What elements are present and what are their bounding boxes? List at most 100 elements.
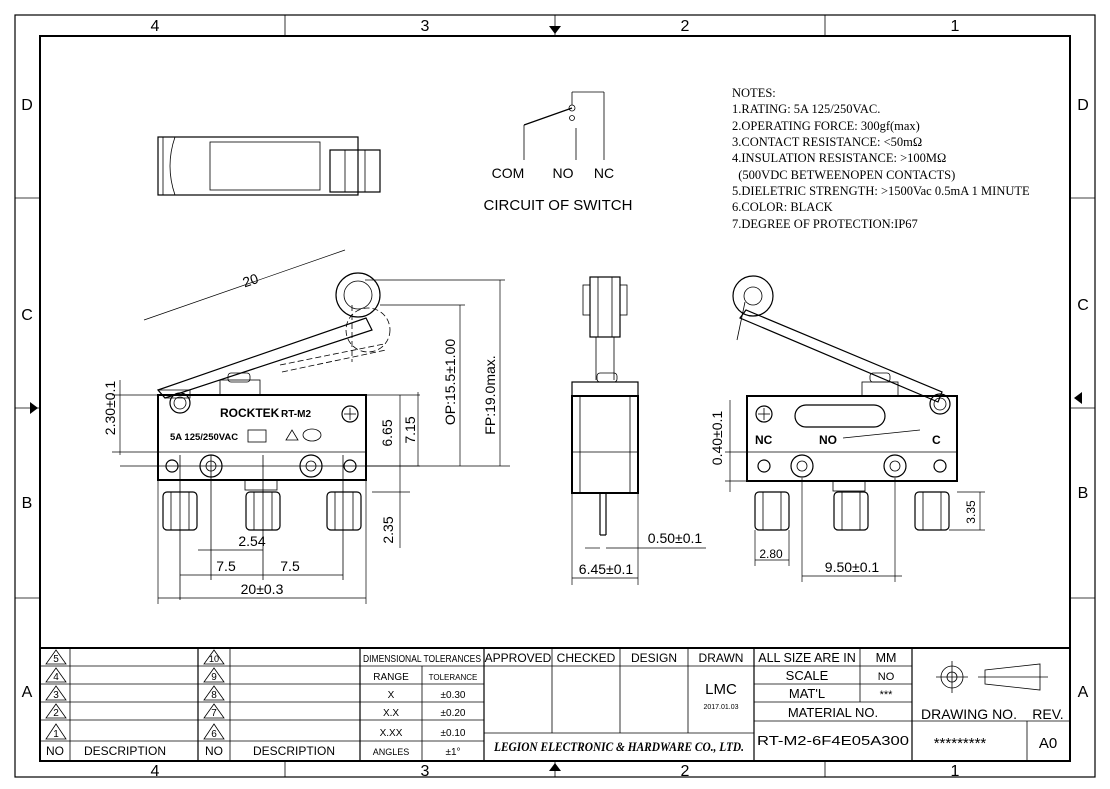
rev-mark: 1	[53, 729, 59, 740]
zone-bottom-2: 2	[681, 763, 690, 780]
dim-235: 2.35	[380, 516, 396, 543]
side-view	[571, 276, 639, 536]
rev-label: REV.	[1032, 706, 1063, 722]
matl-value: ***	[880, 689, 894, 701]
rev-mark: 4	[53, 672, 59, 683]
note-line: 4.INSULATION RESISTANCE: >100MΩ	[732, 151, 946, 165]
zone-labels: 4 3 2 1 4 3 2 1 D C B A D C B A	[21, 18, 1089, 780]
front-view: ROCKTEK RT-M2 5A 125/250VAC	[120, 272, 391, 600]
revision-triangles-right: 10 9 8 7 6	[203, 649, 225, 740]
rev-mark: 10	[209, 654, 219, 664]
zone-top-3: 3	[421, 18, 430, 35]
note-line: 3.CONTACT RESISTANCE: <50mΩ	[732, 135, 922, 149]
circuit-com-label: COM	[492, 165, 525, 181]
notes-heading: NOTES:	[732, 86, 776, 100]
drawing-no-value: *********	[934, 735, 987, 752]
dim-040: 0.40±0.1	[709, 411, 725, 466]
zone-top-1: 1	[951, 18, 960, 35]
front-view-dimensions: 20 2.30±0.1 6.65 7.15 OP:15.5±1.00 FP:19…	[102, 249, 510, 604]
rev-value: A0	[1039, 735, 1057, 752]
dim-lever-length: 20	[240, 270, 260, 290]
zone-top-4: 4	[151, 18, 160, 35]
top-view	[157, 136, 381, 196]
tolerance-value: ±0.10	[441, 728, 466, 739]
rear-view: NC NO C	[732, 275, 958, 531]
note-line: 2.OPERATING FORCE: 300gf(max)	[732, 119, 920, 133]
zone-bottom-1: 1	[951, 763, 960, 780]
tolerance-value: ±0.20	[441, 708, 466, 719]
center-arrow-left	[30, 402, 38, 414]
tolerance-range: X.X	[383, 708, 399, 719]
dim-665: 6.65	[379, 419, 395, 446]
rev-mark: 9	[211, 672, 217, 683]
rev-mark: 7	[211, 708, 217, 719]
all-size-unit: MM	[876, 651, 897, 665]
dim-free-position: FP:19.0max.	[482, 355, 498, 434]
zone-left-d: D	[21, 97, 33, 114]
matl-label: MAT'L	[789, 686, 825, 701]
zone-left-a: A	[22, 684, 33, 701]
zone-right-c: C	[1077, 297, 1089, 314]
zone-top-2: 2	[681, 18, 690, 35]
approved-header: APPROVED	[485, 651, 552, 665]
tolerances-title: DIMENSIONAL TOLERANCES	[363, 654, 481, 665]
rev-description-header-left: DESCRIPTION	[84, 744, 166, 758]
rear-no-label: NO	[819, 433, 837, 447]
revision-triangles-left: 5 4 3 2 1	[45, 649, 67, 740]
zone-bottom-4: 4	[151, 763, 160, 780]
dim-280: 2.80	[759, 547, 783, 561]
dim-254: 2.54	[238, 533, 265, 549]
drawn-by: LMC	[705, 681, 737, 698]
drawn-header: DRAWN	[699, 651, 744, 665]
material-no-label: MATERIAL NO.	[788, 705, 878, 720]
rev-no-header-left: NO	[46, 744, 64, 758]
zone-right-a: A	[1078, 684, 1089, 701]
tolerance-value: ±1°	[445, 747, 460, 758]
dim-terminal-thickness: 0.50±0.1	[648, 530, 703, 546]
all-size-label: ALL SIZE ARE IN	[758, 651, 856, 665]
rev-mark: 5	[53, 654, 59, 665]
scale-value: NO	[878, 671, 895, 683]
note-line: 5.DIELETRIC STRENGTH: >1500Vac 0.5mA 1 M…	[732, 184, 1030, 198]
dim-hole-height: 2.30±0.1	[102, 381, 118, 436]
tolerance-range: X.XX	[380, 728, 403, 739]
zone-right-d: D	[1077, 97, 1089, 114]
sheet-frame	[14, 14, 1096, 778]
dim-75-right: 7.5	[280, 558, 300, 574]
material-no-value: RT-M2-6F4E05A300	[757, 733, 909, 748]
tolerances-tolerance-header: TOLERANCE	[429, 673, 478, 682]
rear-nc-label: NC	[755, 433, 773, 447]
rev-description-header-right: DESCRIPTION	[253, 744, 335, 758]
tolerance-range: X	[388, 690, 395, 701]
projection-symbol-icon	[936, 661, 1048, 693]
drawn-date: 2017.01.03	[703, 704, 738, 711]
notes-block: NOTES: 1.RATING: 5A 125/250VAC. 2.OPERAT…	[732, 86, 1030, 231]
scale-label: SCALE	[786, 668, 829, 683]
zone-bottom-3: 3	[421, 763, 430, 780]
cqc-mark-icon	[302, 428, 322, 442]
ce-triangle-icon	[285, 429, 299, 441]
ul-mark-icon	[247, 429, 267, 443]
circuit-diagram: COM NO NC CIRCUIT OF SWITCH	[484, 91, 632, 214]
note-line: 6.COLOR: BLACK	[732, 200, 833, 214]
tolerances-range-header: RANGE	[373, 672, 409, 683]
rev-mark: 3	[53, 690, 59, 701]
design-header: DESIGN	[631, 651, 677, 665]
tolerance-value: ±0.30	[441, 690, 466, 701]
dim-950: 9.50±0.1	[825, 559, 880, 575]
circuit-nc-label: NC	[594, 165, 614, 181]
zone-right-b: B	[1078, 485, 1089, 502]
zone-left-b: B	[22, 495, 33, 512]
note-line: 7.DEGREE OF PROTECTION:IP67	[732, 217, 918, 231]
rear-c-label: C	[932, 433, 941, 447]
dim-operating-position: OP:15.5±1.00	[442, 339, 458, 426]
drawing-no-label: DRAWING NO.	[921, 706, 1017, 722]
checked-header: CHECKED	[557, 651, 616, 665]
dim-overall-width: 20±0.3	[241, 581, 284, 597]
rev-no-header-right: NO	[205, 744, 223, 758]
dim-335: 3.35	[964, 500, 978, 524]
center-arrow-right	[1074, 392, 1082, 404]
center-arrow-bottom	[549, 763, 561, 771]
brand-label: ROCKTEK	[220, 406, 280, 420]
center-arrow-top	[549, 26, 561, 34]
